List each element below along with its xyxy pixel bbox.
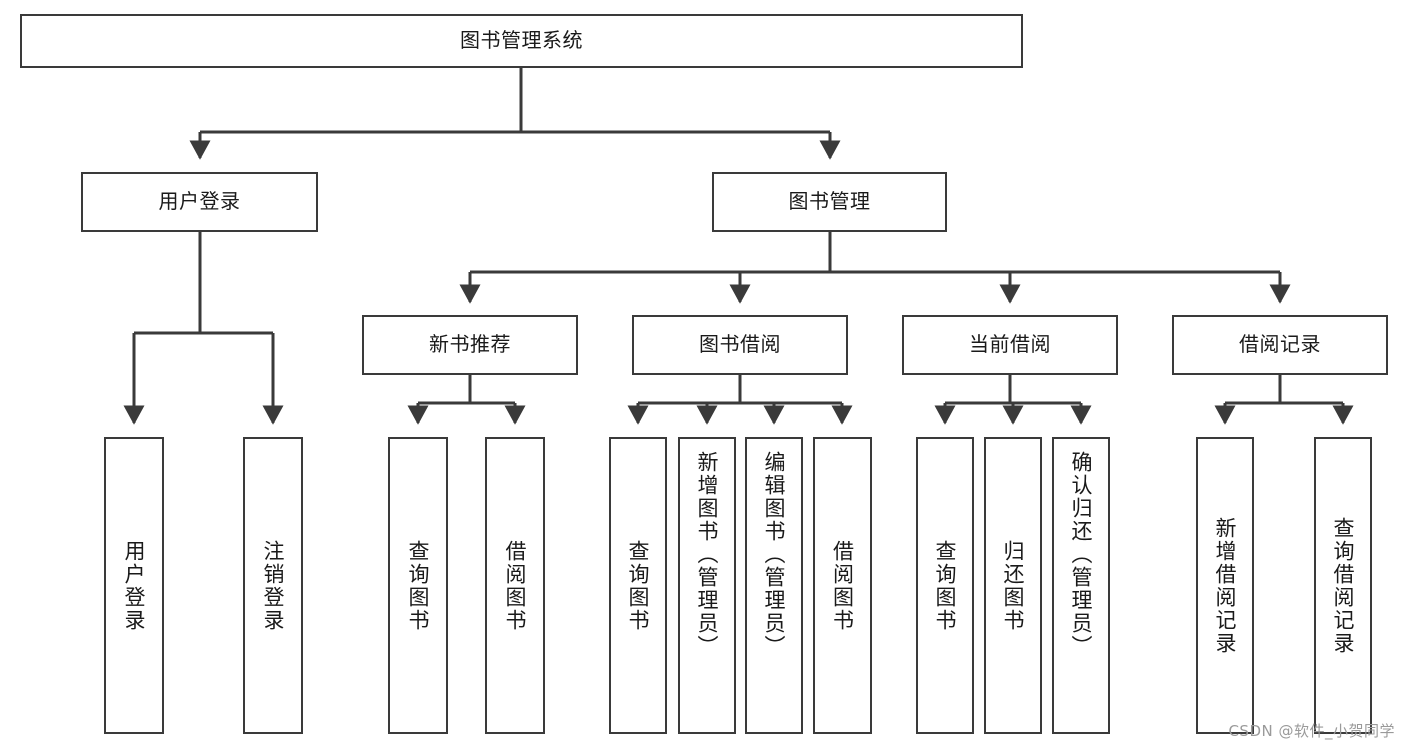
node-leaf-query-books-current[interactable]: 查询图书 — [916, 437, 974, 734]
node-leaf-borrow-books-rec-label: 借阅图书 — [503, 539, 528, 632]
node-leaf-add-borrow-record[interactable]: 新增借阅记录 — [1196, 437, 1254, 734]
node-leaf-borrow-books-rec[interactable]: 借阅图书 — [485, 437, 545, 734]
node-leaf-query-books-current-label: 查询图书 — [933, 539, 958, 632]
node-user-login-label: 用户登录 — [158, 189, 241, 214]
node-borrow-record-label: 借阅记录 — [1239, 332, 1321, 357]
node-current-borrow-label: 当前借阅 — [969, 332, 1051, 357]
node-leaf-query-books-borrow[interactable]: 查询图书 — [609, 437, 667, 734]
node-leaf-logout-label: 注销登录 — [261, 539, 286, 632]
node-leaf-edit-book-admin-label: 编辑图书（管理员） — [762, 451, 787, 658]
node-leaf-borrow-books-borrow[interactable]: 借阅图书 — [813, 437, 872, 734]
node-leaf-return-books[interactable]: 归还图书 — [984, 437, 1042, 734]
node-leaf-query-borrow-record-label: 查询借阅记录 — [1331, 516, 1356, 655]
node-leaf-edit-book-admin[interactable]: 编辑图书（管理员） — [745, 437, 803, 734]
node-book-management-label: 图书管理 — [788, 189, 871, 214]
node-leaf-add-borrow-record-label: 新增借阅记录 — [1213, 516, 1238, 655]
node-leaf-logout[interactable]: 注销登录 — [243, 437, 303, 734]
node-new-book-recommend-label: 新书推荐 — [429, 332, 511, 357]
node-book-borrow-label: 图书借阅 — [699, 332, 781, 357]
node-leaf-confirm-return-admin[interactable]: 确认归还（管理员） — [1052, 437, 1110, 734]
node-leaf-add-book-admin-label: 新增图书（管理员） — [695, 451, 720, 658]
node-current-borrow[interactable]: 当前借阅 — [902, 315, 1118, 375]
node-borrow-record[interactable]: 借阅记录 — [1172, 315, 1388, 375]
node-leaf-query-borrow-record[interactable]: 查询借阅记录 — [1314, 437, 1372, 734]
node-book-management[interactable]: 图书管理 — [712, 172, 947, 232]
node-root[interactable]: 图书管理系统 — [20, 14, 1023, 68]
csdn-watermark: CSDN @软件_小贺同学 — [1228, 722, 1395, 740]
node-leaf-return-books-label: 归还图书 — [1001, 539, 1026, 632]
node-root-label: 图书管理系统 — [460, 28, 583, 53]
node-leaf-query-books-rec[interactable]: 查询图书 — [388, 437, 448, 734]
node-leaf-query-books-borrow-label: 查询图书 — [626, 539, 651, 632]
node-user-login[interactable]: 用户登录 — [81, 172, 318, 232]
node-leaf-borrow-books-borrow-label: 借阅图书 — [830, 539, 855, 632]
node-leaf-query-books-rec-label: 查询图书 — [406, 539, 431, 632]
node-leaf-add-book-admin[interactable]: 新增图书（管理员） — [678, 437, 736, 734]
node-leaf-user-login-label: 用户登录 — [122, 539, 147, 632]
node-leaf-user-login[interactable]: 用户登录 — [104, 437, 164, 734]
node-book-borrow[interactable]: 图书借阅 — [632, 315, 848, 375]
node-leaf-confirm-return-admin-label: 确认归还（管理员） — [1069, 451, 1094, 658]
node-new-book-recommend[interactable]: 新书推荐 — [362, 315, 578, 375]
